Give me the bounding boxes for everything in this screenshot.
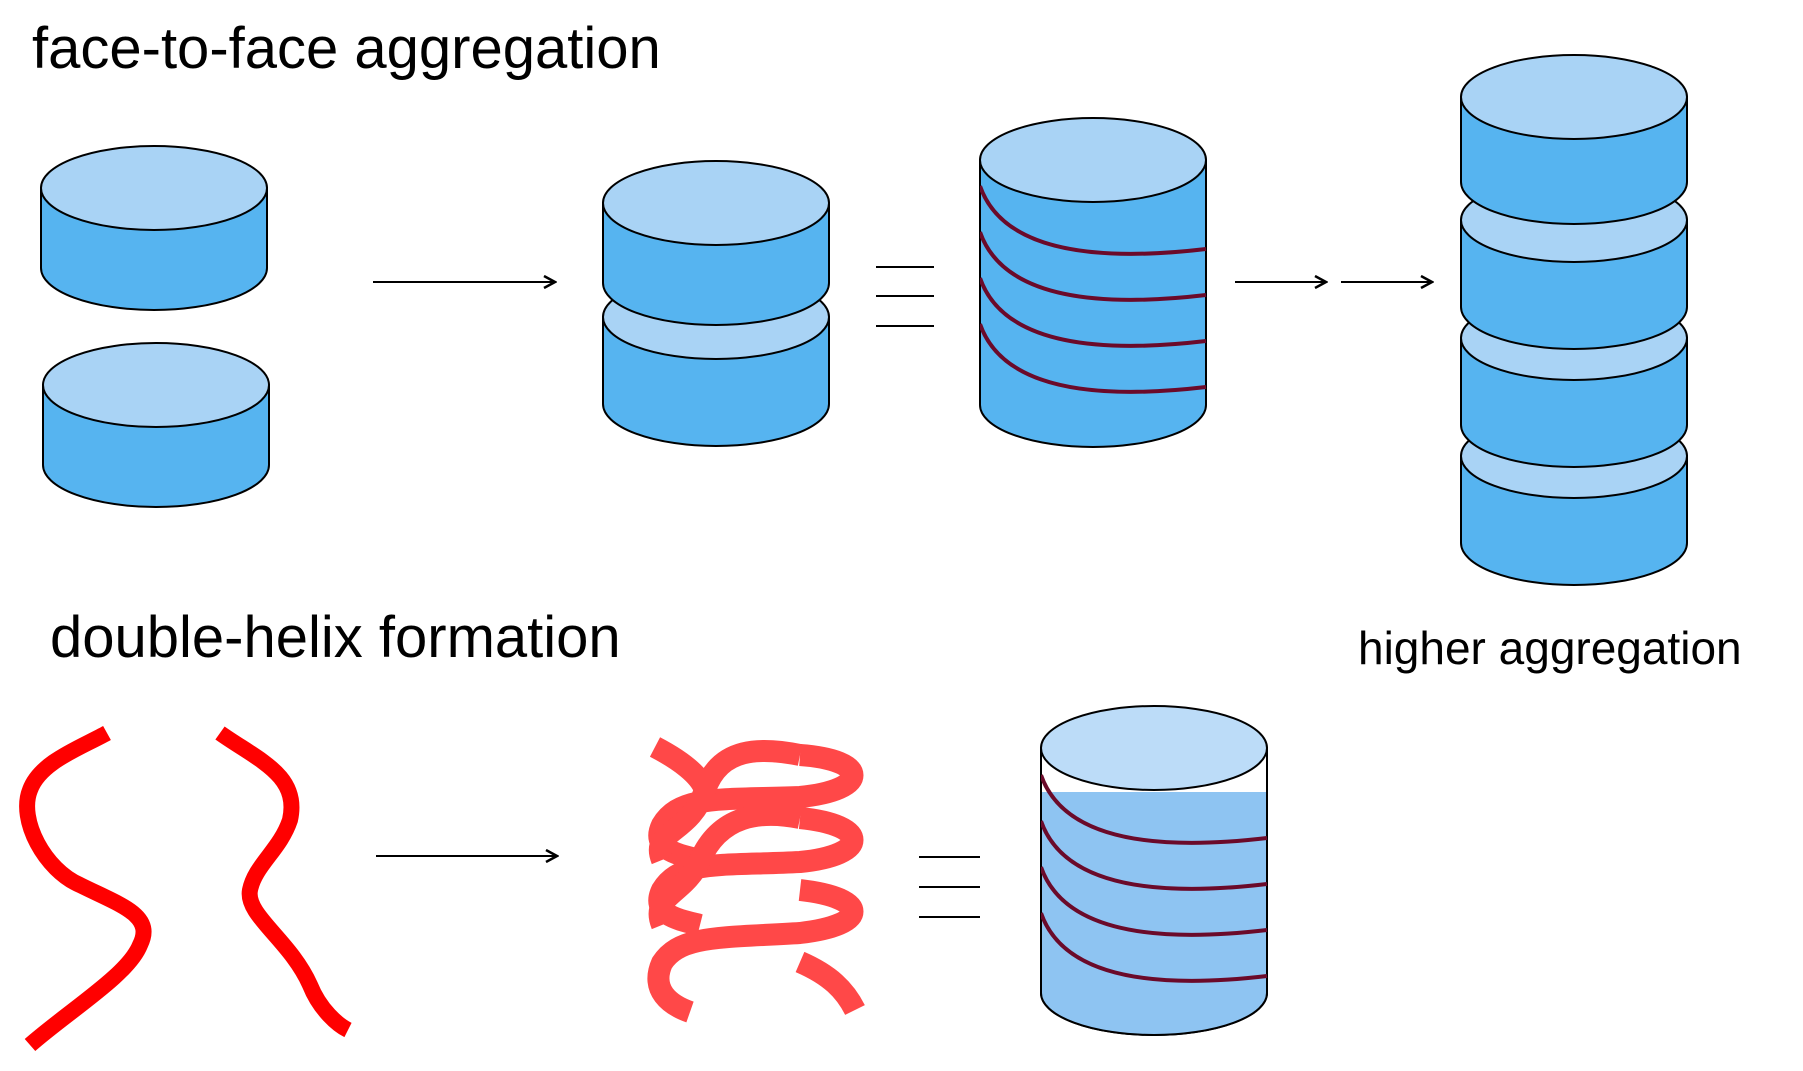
helical-column-top	[979, 117, 1207, 448]
helical-column-bottom	[1040, 705, 1268, 1036]
higher-aggregate-stack	[1460, 54, 1688, 586]
single-strand-left	[19, 725, 152, 1052]
double-helix	[647, 737, 865, 1023]
single-strand-right	[215, 726, 352, 1038]
stacked-disk-dimer	[602, 160, 830, 447]
label-higher-aggregation: higher aggregation	[1358, 622, 1742, 674]
title-double-helix: double-helix formation	[50, 605, 621, 670]
single-disk-lower	[42, 342, 270, 508]
single-disk-upper	[40, 145, 268, 311]
title-face-to-face: face-to-face aggregation	[32, 16, 661, 81]
equivalence-icon-2	[919, 856, 980, 918]
helix-strand-lines-bottom	[1041, 774, 1268, 983]
equivalence-icon-1	[876, 266, 934, 327]
helix-strand-lines	[980, 185, 1207, 394]
